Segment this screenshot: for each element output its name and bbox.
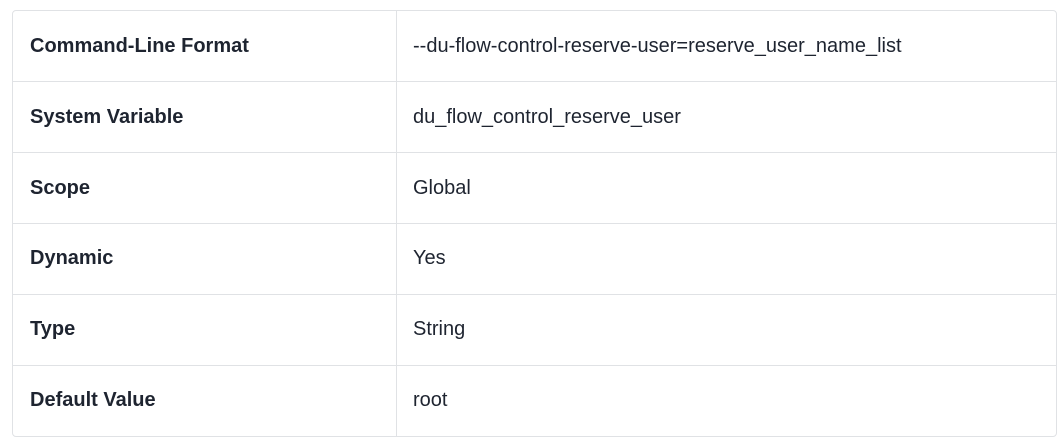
property-label-cell: Type [13,293,397,366]
property-value-cell: String [396,293,1056,366]
property-value-cell: --du-flow-control-reserve-user=reserve_u… [413,34,902,57]
table-row-scope: Scope Global [13,152,1056,224]
table-row-system-variable: System Variable du_flow_control_reserve_… [13,81,1056,153]
table-row-type: Type String [13,293,1056,366]
property-value-cell: Yes [396,222,1056,295]
table-row-dynamic: Dynamic Yes [13,222,1056,295]
table-row-default-value: Default Value root [13,364,1056,436]
table-row-command-line-format: Command-Line Format --du-flow-control-re… [13,11,1056,82]
property-value-cell: du_flow_control_reserve_user [396,81,1056,153]
property-label-cell: Default Value [13,364,397,436]
property-label-cell: Command-Line Format [13,11,397,82]
property-label-cell: System Variable [13,81,397,153]
system-variable-property-table: Command-Line Format --du-flow-control-re… [12,10,1057,437]
property-value-cell: root [396,364,1056,436]
property-label-cell: Dynamic [13,222,397,295]
property-value-cell: Global [396,152,1056,224]
property-label-cell: Scope [13,152,397,224]
property-table: Command-Line Format --du-flow-control-re… [13,11,1056,436]
